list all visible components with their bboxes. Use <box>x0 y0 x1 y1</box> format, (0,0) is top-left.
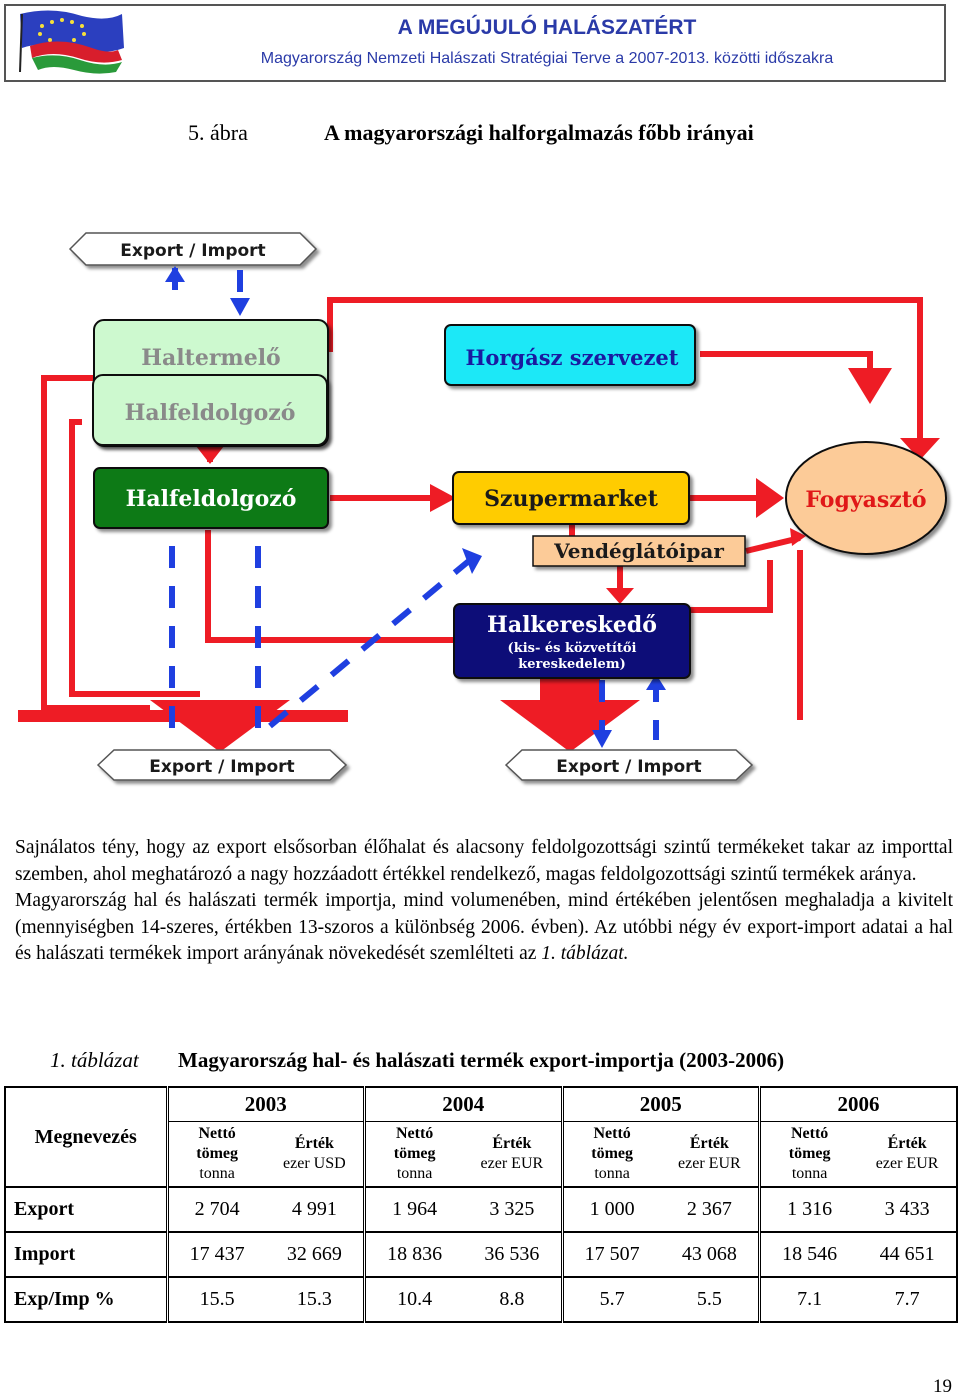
arrow-to-halkereskedo <box>205 530 480 643</box>
table-cell: 15.5 <box>165 1276 266 1323</box>
arrow-vendeglato-fogyaszto <box>745 535 801 554</box>
table-cell: 7.7 <box>858 1276 958 1323</box>
table-cell: 18 546 <box>758 1231 859 1277</box>
halkereskedo-sub2: kereskedelem) <box>518 657 625 672</box>
table-cell: 44 651 <box>858 1231 958 1277</box>
header-title: A MEGÚJULÓ HALÁSZATÉRT <box>397 16 697 39</box>
table-cell: 2 367 <box>660 1186 760 1232</box>
arrow-left-outer <box>41 375 150 711</box>
table-row: Import 17 437 32 669 18 836 36 536 17 50… <box>4 1231 958 1277</box>
table-number: 1. táblázat <box>50 1048 139 1072</box>
halkereskedo-sub1: (kis- és közvetítői <box>508 641 637 656</box>
body-text: Sajnálatos tény, hogy az export elsősorb… <box>15 835 953 968</box>
table-reference: 1. táblázat. <box>541 943 629 964</box>
export-import-right-label: Export / Import <box>556 757 701 777</box>
halkereskedo-box: Halkereskedő (kis- és közvetítői kereske… <box>453 603 691 679</box>
table-cell: 3 433 <box>858 1186 958 1232</box>
export-import-top: Export / Import <box>68 232 318 266</box>
table-cell: 32 669 <box>265 1231 365 1277</box>
paragraph-2: Magyarország hal és halászati termék imp… <box>15 888 953 968</box>
page-header: A MEGÚJULÓ HALÁSZATÉRT Magyarország Nemz… <box>4 4 946 82</box>
year-2005: 2005 <box>560 1086 760 1122</box>
vendeglato-label: Vendéglátóipar <box>553 539 724 563</box>
szupermarket-label: Szupermarket <box>484 486 659 512</box>
table-cell: 4 991 <box>265 1186 365 1232</box>
vendeglato-box: Vendéglátóipar <box>532 535 746 567</box>
export-import-top-label: Export / Import <box>120 241 265 261</box>
table-cell: 1 316 <box>758 1186 859 1232</box>
table-cell: 36 536 <box>463 1231 562 1277</box>
row-label: Export <box>4 1186 167 1232</box>
halfeldolgozo-lower-label: Halfeldolgozó <box>126 486 297 512</box>
export-import-right: Export / Import <box>504 749 754 781</box>
table-cell: 15.3 <box>265 1276 365 1323</box>
table-cell: 5.5 <box>660 1276 760 1323</box>
halfeldolgozo-upper-box: Halfeldolgozó <box>92 374 328 446</box>
arrow-left-inner <box>69 419 200 697</box>
fogyaszto-ellipse: Fogyasztó <box>785 441 947 555</box>
arrow-horgasz-fogyaszto <box>700 351 873 370</box>
table-title: Magyarország hal- és halászati termék ex… <box>178 1048 785 1072</box>
eu-hungary-flag-logo <box>19 10 124 74</box>
flow-diagram: .lbl { font-family: "DejaVu Serif", "Lib… <box>18 232 947 781</box>
year-2004: 2004 <box>363 1086 562 1122</box>
year-2006: 2006 <box>758 1086 958 1122</box>
big-arrow-right <box>500 678 640 752</box>
halfeldolgozo-lower-box: Halfeldolgozó <box>93 467 329 529</box>
haltermelo-label: Haltermelő <box>141 345 280 371</box>
row-label: Import <box>4 1231 167 1277</box>
table-cell: 1 000 <box>560 1186 661 1232</box>
name-header: Megnevezés <box>4 1086 167 1187</box>
halkereskedo-label: Halkereskedő <box>487 612 657 638</box>
table-row: Exp/Imp % 15.5 15.3 10.4 8.8 5.7 5.5 7.1… <box>4 1276 958 1323</box>
header-subtitle: Magyarország Nemzeti Halászati Stratégia… <box>260 50 834 67</box>
szupermarket-box: Szupermarket <box>452 471 690 525</box>
table-cell: 18 836 <box>363 1231 464 1277</box>
dashed-arrowhead <box>230 298 250 316</box>
table-cell: 17 507 <box>560 1231 661 1277</box>
fogyaszto-label: Fogyasztó <box>805 487 926 513</box>
table-cell: 43 068 <box>660 1231 760 1277</box>
table-cell: 7.1 <box>758 1276 859 1323</box>
dashed-arrowhead-up <box>165 266 185 282</box>
table-cell: 17 437 <box>165 1231 266 1277</box>
dashed-diagonal <box>268 557 472 729</box>
export-import-left-label: Export / Import <box>149 757 294 777</box>
arrow-halkereskedo-fogyaszto <box>680 560 773 613</box>
table-cell: 1 964 <box>363 1186 464 1232</box>
year-header-row: Megnevezés 2003 2004 2005 2006 <box>4 1086 958 1187</box>
figure-title: A magyarországi halforgalmazás főbb irán… <box>324 120 754 145</box>
table-cell: 5.7 <box>560 1276 661 1323</box>
table-cell: 10.4 <box>363 1276 464 1323</box>
paragraph-1: Sajnálatos tény, hogy az export elsősorb… <box>15 837 953 885</box>
page-number: 19 <box>933 1376 952 1397</box>
horgasz-label: Horgász szervezet <box>466 345 679 370</box>
year-2003: 2003 <box>165 1086 365 1122</box>
row-label: Exp/Imp % <box>4 1276 167 1323</box>
table-cell: 2 704 <box>165 1186 266 1232</box>
export-import-left: Export / Import <box>96 749 348 781</box>
horgasz-box: Horgász szervezet <box>444 324 696 386</box>
halfeldolgozo-upper-label: Halfeldolgozó <box>125 400 296 426</box>
figure-number: 5. ábra <box>188 120 248 145</box>
paragraph-2-text: Magyarország hal és halászati termék imp… <box>15 890 953 964</box>
table-row: Export 2 704 4 991 1 964 3 325 1 000 2 3… <box>4 1186 958 1232</box>
table-cell: 3 325 <box>463 1186 562 1232</box>
arrow-top-fogyaszto <box>327 297 923 440</box>
table-cell: 8.8 <box>463 1276 562 1323</box>
